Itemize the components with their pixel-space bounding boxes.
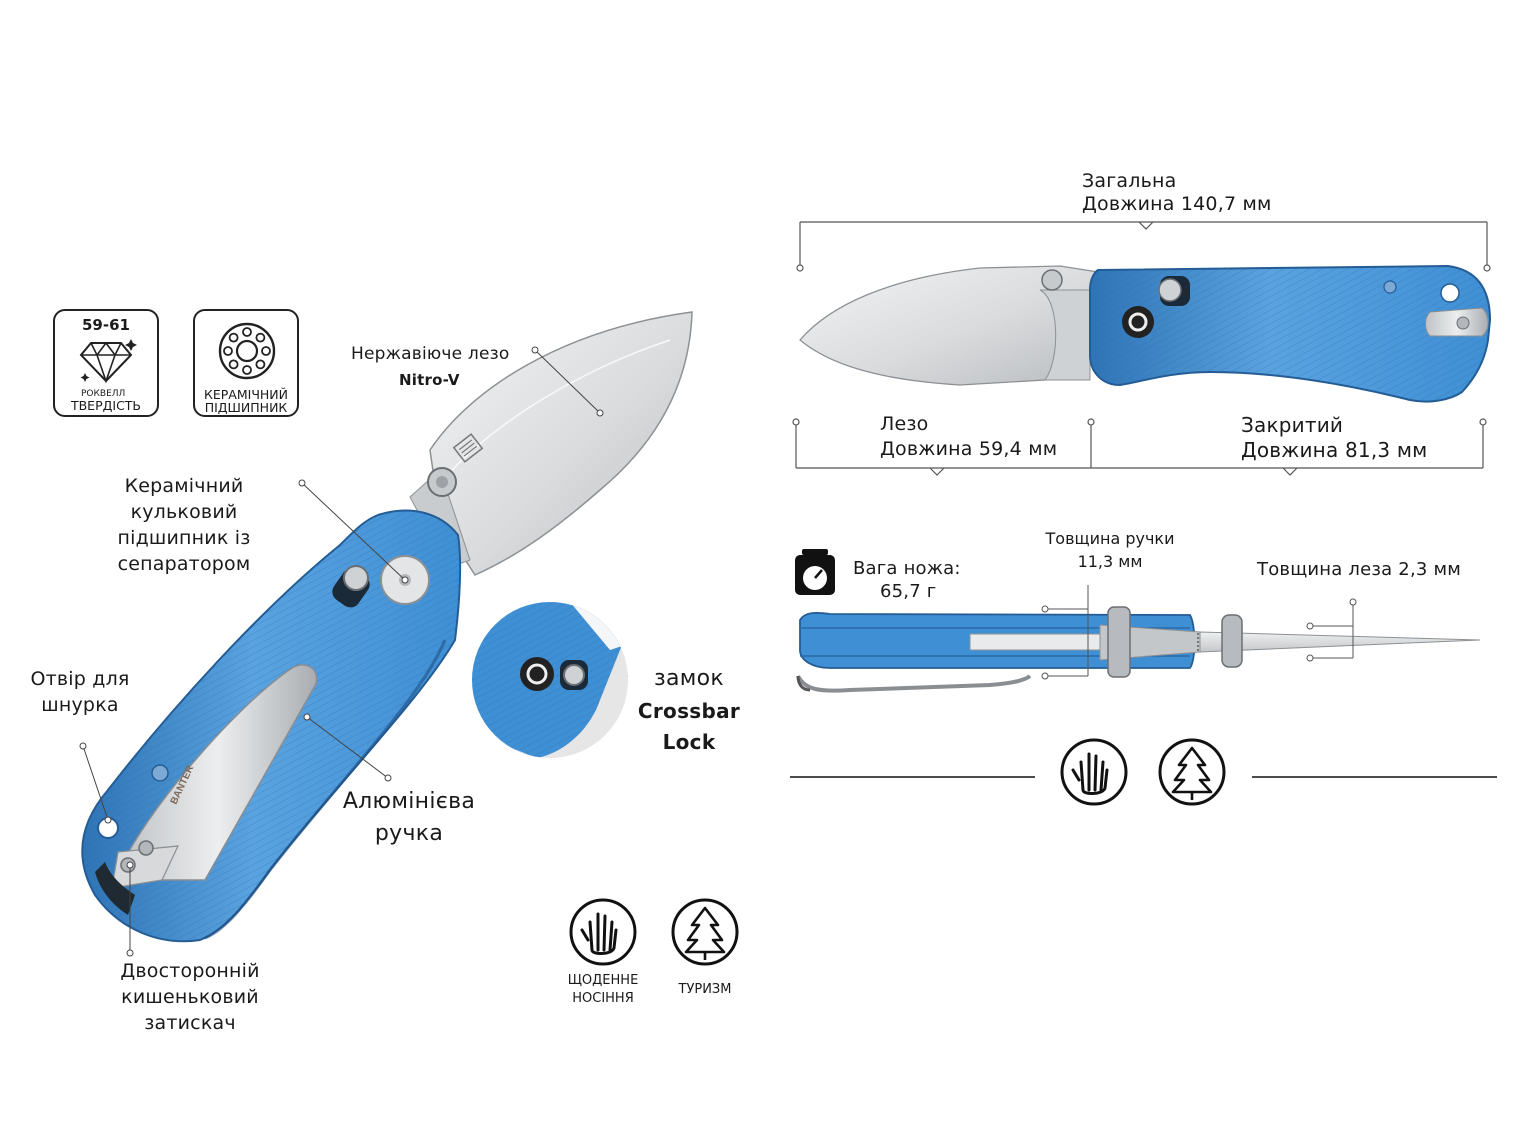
bearing-caption-line1: КЕРАМІЧНИЙ [203, 387, 288, 402]
closed-length-value: 81,3 мм [1344, 438, 1428, 462]
hardness-scale: РОКВЕЛЛ [81, 389, 126, 399]
handle-thickness-label: Товщина ручки [1045, 529, 1175, 548]
overall-length-value-row: Довжина 140,7 мм [1082, 191, 1272, 217]
blade-logo [452, 433, 484, 463]
closed-length-title: Закритий [1241, 413, 1344, 437]
handle-label-line1: Алюмінієва [342, 789, 476, 814]
dimension-blade-closed [792, 418, 1487, 476]
edc-caption-line2: НОСІННЯ [572, 991, 634, 1006]
blade-thickness-prefix: Товщина леза [1257, 559, 1399, 580]
hardness-badge: 59-61 РОКВЕЛЛ ТВЕРДІСТЬ [53, 309, 159, 417]
bearing-label-line2: кульковий [130, 501, 238, 523]
lock-detail-lens [472, 602, 628, 758]
bearing-badge: КЕРАМІЧНИЙ ПІДШИПНИК [193, 309, 299, 417]
pocket-clip [95, 664, 318, 915]
closed-length-value-row: Довжина 81,3 мм [1241, 437, 1427, 463]
clip-label-line1: Двосторонній [120, 960, 260, 982]
diamond-icon [79, 339, 137, 384]
hiking-tree-icon [671, 898, 739, 966]
edc-caption-line1: ЩОДЕННЕ [567, 973, 639, 988]
hiking-tree-icon-right [1158, 738, 1226, 806]
blade-thickness-row: Товщина леза 2,3 мм [1257, 557, 1461, 583]
hiking-caption: ТУРИЗМ [678, 982, 732, 997]
blade-thickness-unit: мм [1427, 559, 1462, 580]
handle-label-line2: ручка [374, 821, 444, 846]
blade-length-prefix: Довжина [880, 438, 979, 460]
closed-length-prefix: Довжина [1241, 438, 1345, 462]
bearing-label-line1: Керамічний [124, 475, 244, 497]
dimension-thickness [1041, 585, 1357, 680]
blade-thickness-value: 2,3 [1398, 559, 1428, 580]
overall-length-unit: мм [1236, 193, 1272, 215]
lanyard-label-line2: шнурка [41, 694, 119, 716]
blade-length-title: Лезо [880, 413, 929, 435]
bearing-label-line3: підшипник із [117, 527, 251, 549]
bearing-label-line4: сепаратором [117, 553, 251, 575]
lock-label-line3: Lock [662, 730, 716, 754]
blade-length-value: 59,4 [978, 438, 1022, 460]
clip-label-line3: затискач [144, 1012, 236, 1034]
hardness-value: 59-61 [82, 316, 130, 334]
clip-label-line2: кишеньковий [121, 986, 259, 1008]
bearing-icon [218, 322, 276, 380]
handle-thickness-value: 11,3 мм [1077, 552, 1143, 571]
edc-hand-icon-right [1060, 738, 1128, 806]
closed-knife-top-view [799, 264, 1492, 403]
handle-screw [151, 764, 169, 782]
blade-material-value: Nitro-V [399, 371, 460, 389]
dimension-overall [796, 221, 1491, 272]
weight-value: 65,7 г [880, 581, 937, 602]
crossbar-lock-button [343, 565, 369, 591]
overall-length-prefix: Довжина [1082, 193, 1181, 215]
lanyard-label-line1: Отвір для [30, 668, 130, 690]
weight-label: Вага ножа: [853, 558, 961, 579]
closed-knife-side-view [796, 606, 1481, 693]
lock-label-line2: Crossbar [637, 699, 741, 723]
lock-label-line1: замок [653, 666, 725, 691]
edc-hand-icon [569, 898, 637, 966]
blade-length-value-row: Довжина 59,4 мм [880, 436, 1057, 462]
overall-length-title: Загальна [1082, 170, 1177, 192]
bearing-caption-line2: ПІДШИПНИК [204, 400, 288, 415]
overall-length-value: 140,7 [1180, 193, 1237, 215]
hardness-caption: ТВЕРДІСТЬ [70, 398, 142, 413]
blade-length-unit: мм [1021, 438, 1058, 460]
blade-material-label: Нержавіюче лезо [351, 344, 510, 364]
scale-icon [795, 549, 835, 595]
